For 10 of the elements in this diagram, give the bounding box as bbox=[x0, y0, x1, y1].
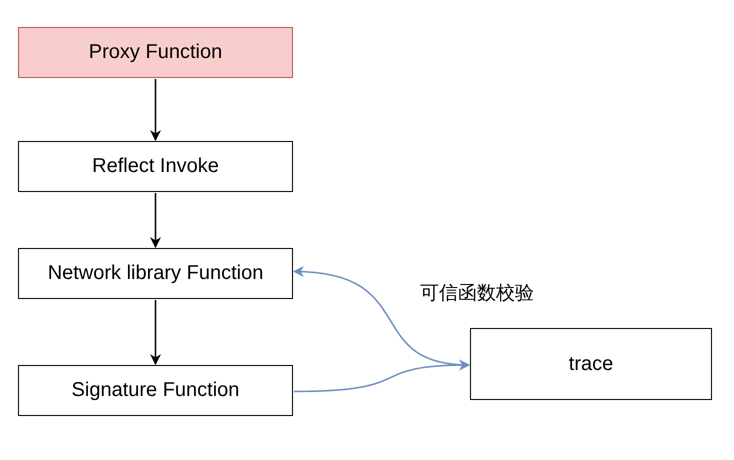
arrow bbox=[150, 79, 161, 142]
process-box: trace bbox=[470, 328, 712, 400]
process-box: Signature Function bbox=[18, 365, 293, 416]
annotation-text: 可信函数校验 bbox=[420, 281, 534, 306]
process-box: Proxy Function bbox=[18, 27, 293, 78]
process-box: Network library Function bbox=[18, 248, 293, 299]
arrow bbox=[150, 300, 161, 366]
process-box: Reflect Invoke bbox=[18, 141, 293, 192]
arrow bbox=[294, 360, 470, 392]
arrow bbox=[150, 193, 161, 248]
